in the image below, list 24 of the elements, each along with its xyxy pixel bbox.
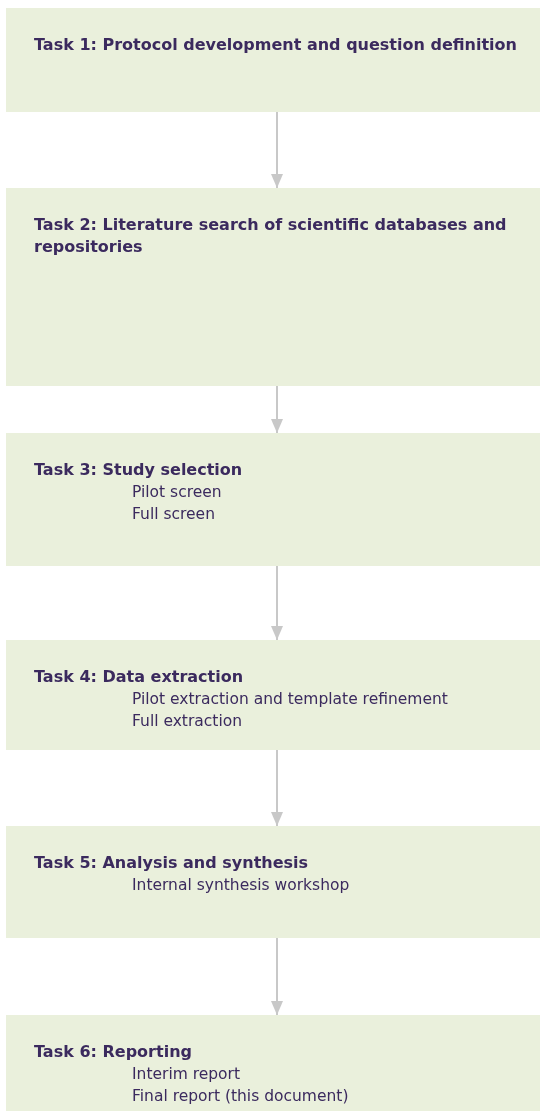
task-heading: Task 4: Data extraction <box>34 666 245 688</box>
task-heading: Task 1: Protocol development and question definition <box>34 34 518 56</box>
task-heading: Task 6: Reporting <box>34 1041 193 1063</box>
task-box <box>6 433 540 566</box>
task-step: Interim report <box>132 1063 520 1085</box>
task-heading: Task 3: Study selection <box>34 459 244 481</box>
arrow <box>271 937 283 1016</box>
task-box <box>6 8 540 112</box>
task-heading: Task 5: Analysis and synthesis <box>34 852 310 874</box>
task-box <box>6 188 540 386</box>
task-step: Full screen <box>132 503 520 525</box>
arrow <box>271 385 283 434</box>
arrow <box>271 565 283 641</box>
arrow <box>271 111 283 189</box>
task-box <box>6 826 540 938</box>
task-step: Pilot screen <box>132 481 520 503</box>
task-heading: Task 2: Literature search of scientific databases and repositories <box>34 214 508 258</box>
task-step: Internal synthesis workshop <box>132 874 520 896</box>
task-step: Final report (this document) <box>132 1085 520 1107</box>
task-step: Full extraction <box>132 710 520 732</box>
task-box <box>6 640 540 750</box>
arrow <box>271 749 283 827</box>
task-box <box>6 1015 540 1111</box>
task-step: Pilot extraction and template refinement <box>132 688 520 710</box>
